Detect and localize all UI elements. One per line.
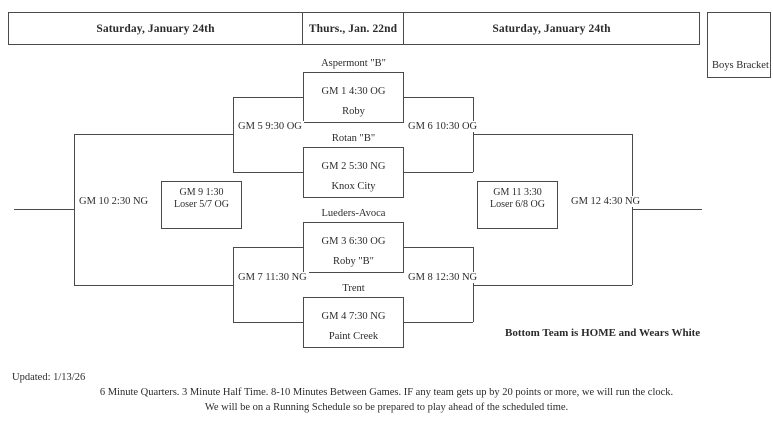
footer-rules-line-1: 6 Minute Quarters. 3 Minute Half Time. 8… bbox=[99, 387, 674, 398]
connector-gm4-right bbox=[403, 322, 473, 323]
footer-rules-line-2: We will be on a Running Schedule so be p… bbox=[204, 402, 569, 413]
gm1-label: GM 1 4:30 OG bbox=[321, 86, 386, 97]
connector-gm5-to-gm10 bbox=[74, 134, 233, 135]
bracket-title-box: Boys Bracket bbox=[707, 12, 771, 78]
gm4-label: GM 4 7:30 NG bbox=[321, 311, 386, 322]
match-label-gm10[interactable]: GM 10 2:30 NG bbox=[77, 196, 151, 207]
connector-gm3-right bbox=[403, 247, 473, 248]
match-label-gm6[interactable]: GM 6 10:30 OG bbox=[406, 121, 480, 132]
updated-note: Updated: 1/13/26 bbox=[12, 372, 86, 383]
gm2-bottom-team-label: Knox City bbox=[331, 181, 376, 192]
connector-gm4-left bbox=[233, 322, 303, 323]
connector-gm3-left bbox=[233, 247, 303, 248]
match-label-gm12[interactable]: GM 12 4:30 NG bbox=[569, 196, 643, 207]
consolation-box-gm9[interactable]: GM 9 1:30 Loser 5/7 OG bbox=[161, 181, 242, 229]
bracket-title: Boys Bracket bbox=[712, 60, 769, 71]
gm1-top-team-label: Aspermont "B" bbox=[321, 58, 386, 69]
gm3-top-team-label: Lueders-Avoca bbox=[321, 208, 386, 219]
header-column-thursday: Thurs., Jan. 22nd bbox=[303, 13, 404, 44]
connector-gm10-vertical bbox=[74, 134, 75, 285]
connector-gm1-left bbox=[233, 97, 303, 98]
match-label-gm5[interactable]: GM 5 9:30 OG bbox=[236, 121, 304, 132]
header-column-saturday-right: Saturday, January 24th bbox=[492, 22, 611, 35]
consolation-box-gm11[interactable]: GM 11 3:30 Loser 6/8 OG bbox=[477, 181, 558, 229]
connector-gm5-vertical bbox=[233, 97, 234, 172]
game-box-gm3[interactable]: GM 3 6:30 OG Roby "B" bbox=[303, 222, 404, 273]
game-box-gm2[interactable]: GM 2 5:30 NG Knox City bbox=[303, 147, 404, 198]
connector-gm12-output bbox=[632, 209, 702, 210]
header-column-saturday-left: Saturday, January 24th bbox=[9, 13, 303, 44]
connector-gm8-to-gm12 bbox=[473, 285, 632, 286]
home-team-note: Bottom Team is HOME and Wears White bbox=[505, 327, 701, 339]
header-date-band: Saturday, January 24th Thurs., Jan. 22nd… bbox=[8, 12, 700, 45]
gm3-bottom-team-label: Roby "B" bbox=[333, 256, 374, 267]
connector-gm10-output bbox=[14, 209, 74, 210]
game-box-gm4[interactable]: GM 4 7:30 NG Paint Creek bbox=[303, 297, 404, 348]
gm9-line1: GM 9 1:30 bbox=[179, 187, 224, 198]
gm2-label: GM 2 5:30 NG bbox=[321, 161, 386, 172]
connector-gm1-right bbox=[403, 97, 473, 98]
gm11-line2: Loser 6/8 OG bbox=[490, 199, 545, 210]
game-box-gm1[interactable]: GM 1 4:30 OG Roby bbox=[303, 72, 404, 123]
gm3-label: GM 3 6:30 OG bbox=[321, 236, 386, 247]
gm2-top-team-label: Rotan "B" bbox=[331, 133, 376, 144]
connector-gm2-right bbox=[403, 172, 473, 173]
connector-gm7-to-gm10 bbox=[74, 285, 233, 286]
gm4-top-team-label: Trent bbox=[342, 283, 365, 294]
gm4-bottom-team-label: Paint Creek bbox=[328, 331, 379, 342]
gm11-line1: GM 11 3:30 bbox=[493, 187, 542, 198]
connector-gm2-left bbox=[233, 172, 303, 173]
connector-gm6-to-gm12 bbox=[473, 134, 632, 135]
gm9-line2: Loser 5/7 OG bbox=[174, 199, 229, 210]
match-label-gm8[interactable]: GM 8 12:30 NG bbox=[406, 272, 480, 283]
connector-gm8-vertical bbox=[473, 247, 474, 322]
connector-gm7-vertical bbox=[233, 247, 234, 322]
gm1-bottom-team-label: Roby bbox=[342, 106, 365, 117]
match-label-gm7[interactable]: GM 7 11:30 NG bbox=[236, 272, 309, 283]
